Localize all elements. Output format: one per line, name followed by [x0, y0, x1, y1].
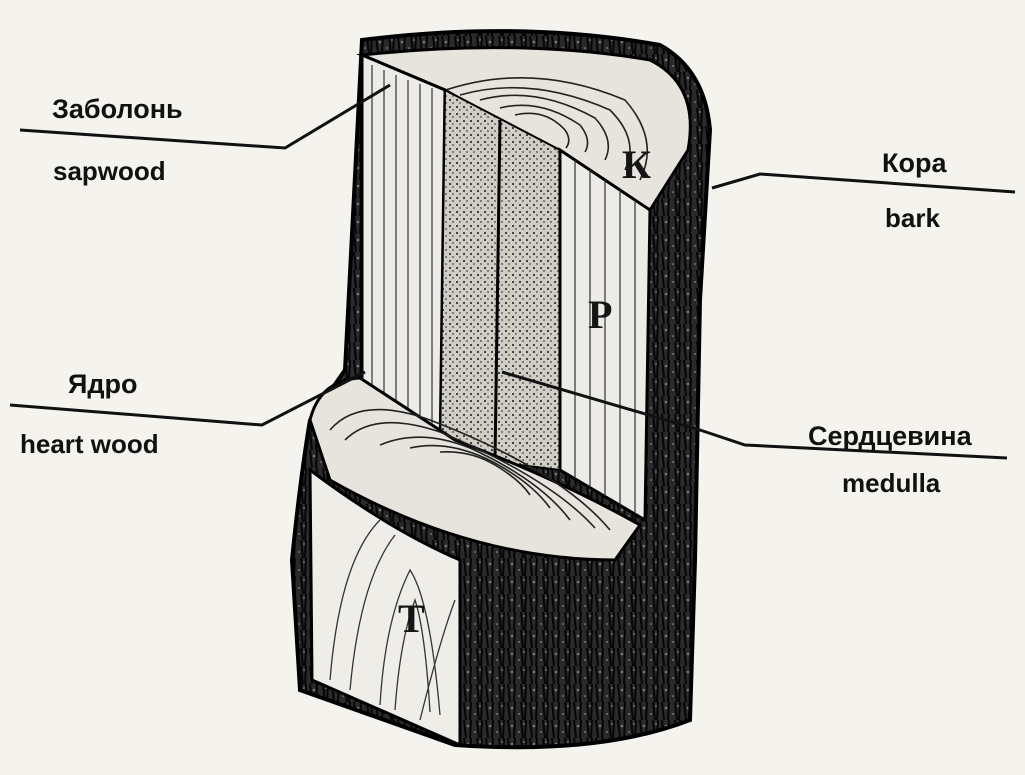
- medulla-line: [493, 119, 502, 461]
- bark-leader: [711, 172, 1016, 194]
- label-bark-ru: Кора: [882, 148, 947, 178]
- leader-lines: [9, 83, 1016, 460]
- section-letter-radial: Р: [588, 292, 612, 337]
- label-medulla-ru: Сердцевина: [808, 421, 973, 451]
- label-medulla-en: medulla: [842, 468, 941, 498]
- section-letter-tangential: Т: [398, 596, 425, 641]
- label-bark-en: bark: [885, 203, 940, 233]
- sapwood-leader: [19, 83, 391, 150]
- tangential-grain: [329, 519, 456, 721]
- medulla-leader: [501, 370, 1008, 460]
- sapwood-grain-left: [371, 65, 433, 445]
- label-sapwood-ru: Заболонь: [52, 94, 183, 124]
- label-sapwood-en: sapwood: [53, 156, 166, 186]
- label-heartwood-en: heart wood: [20, 429, 159, 459]
- section-letter-cross: К: [622, 142, 651, 187]
- label-heartwood-ru: Ядро: [68, 369, 138, 399]
- step-growth-rings: [329, 408, 611, 531]
- tangential-face: [308, 466, 462, 748]
- top-growth-rings: [439, 76, 648, 181]
- heartwood-leader: [9, 370, 366, 427]
- sapwood-grain-right: [574, 160, 636, 514]
